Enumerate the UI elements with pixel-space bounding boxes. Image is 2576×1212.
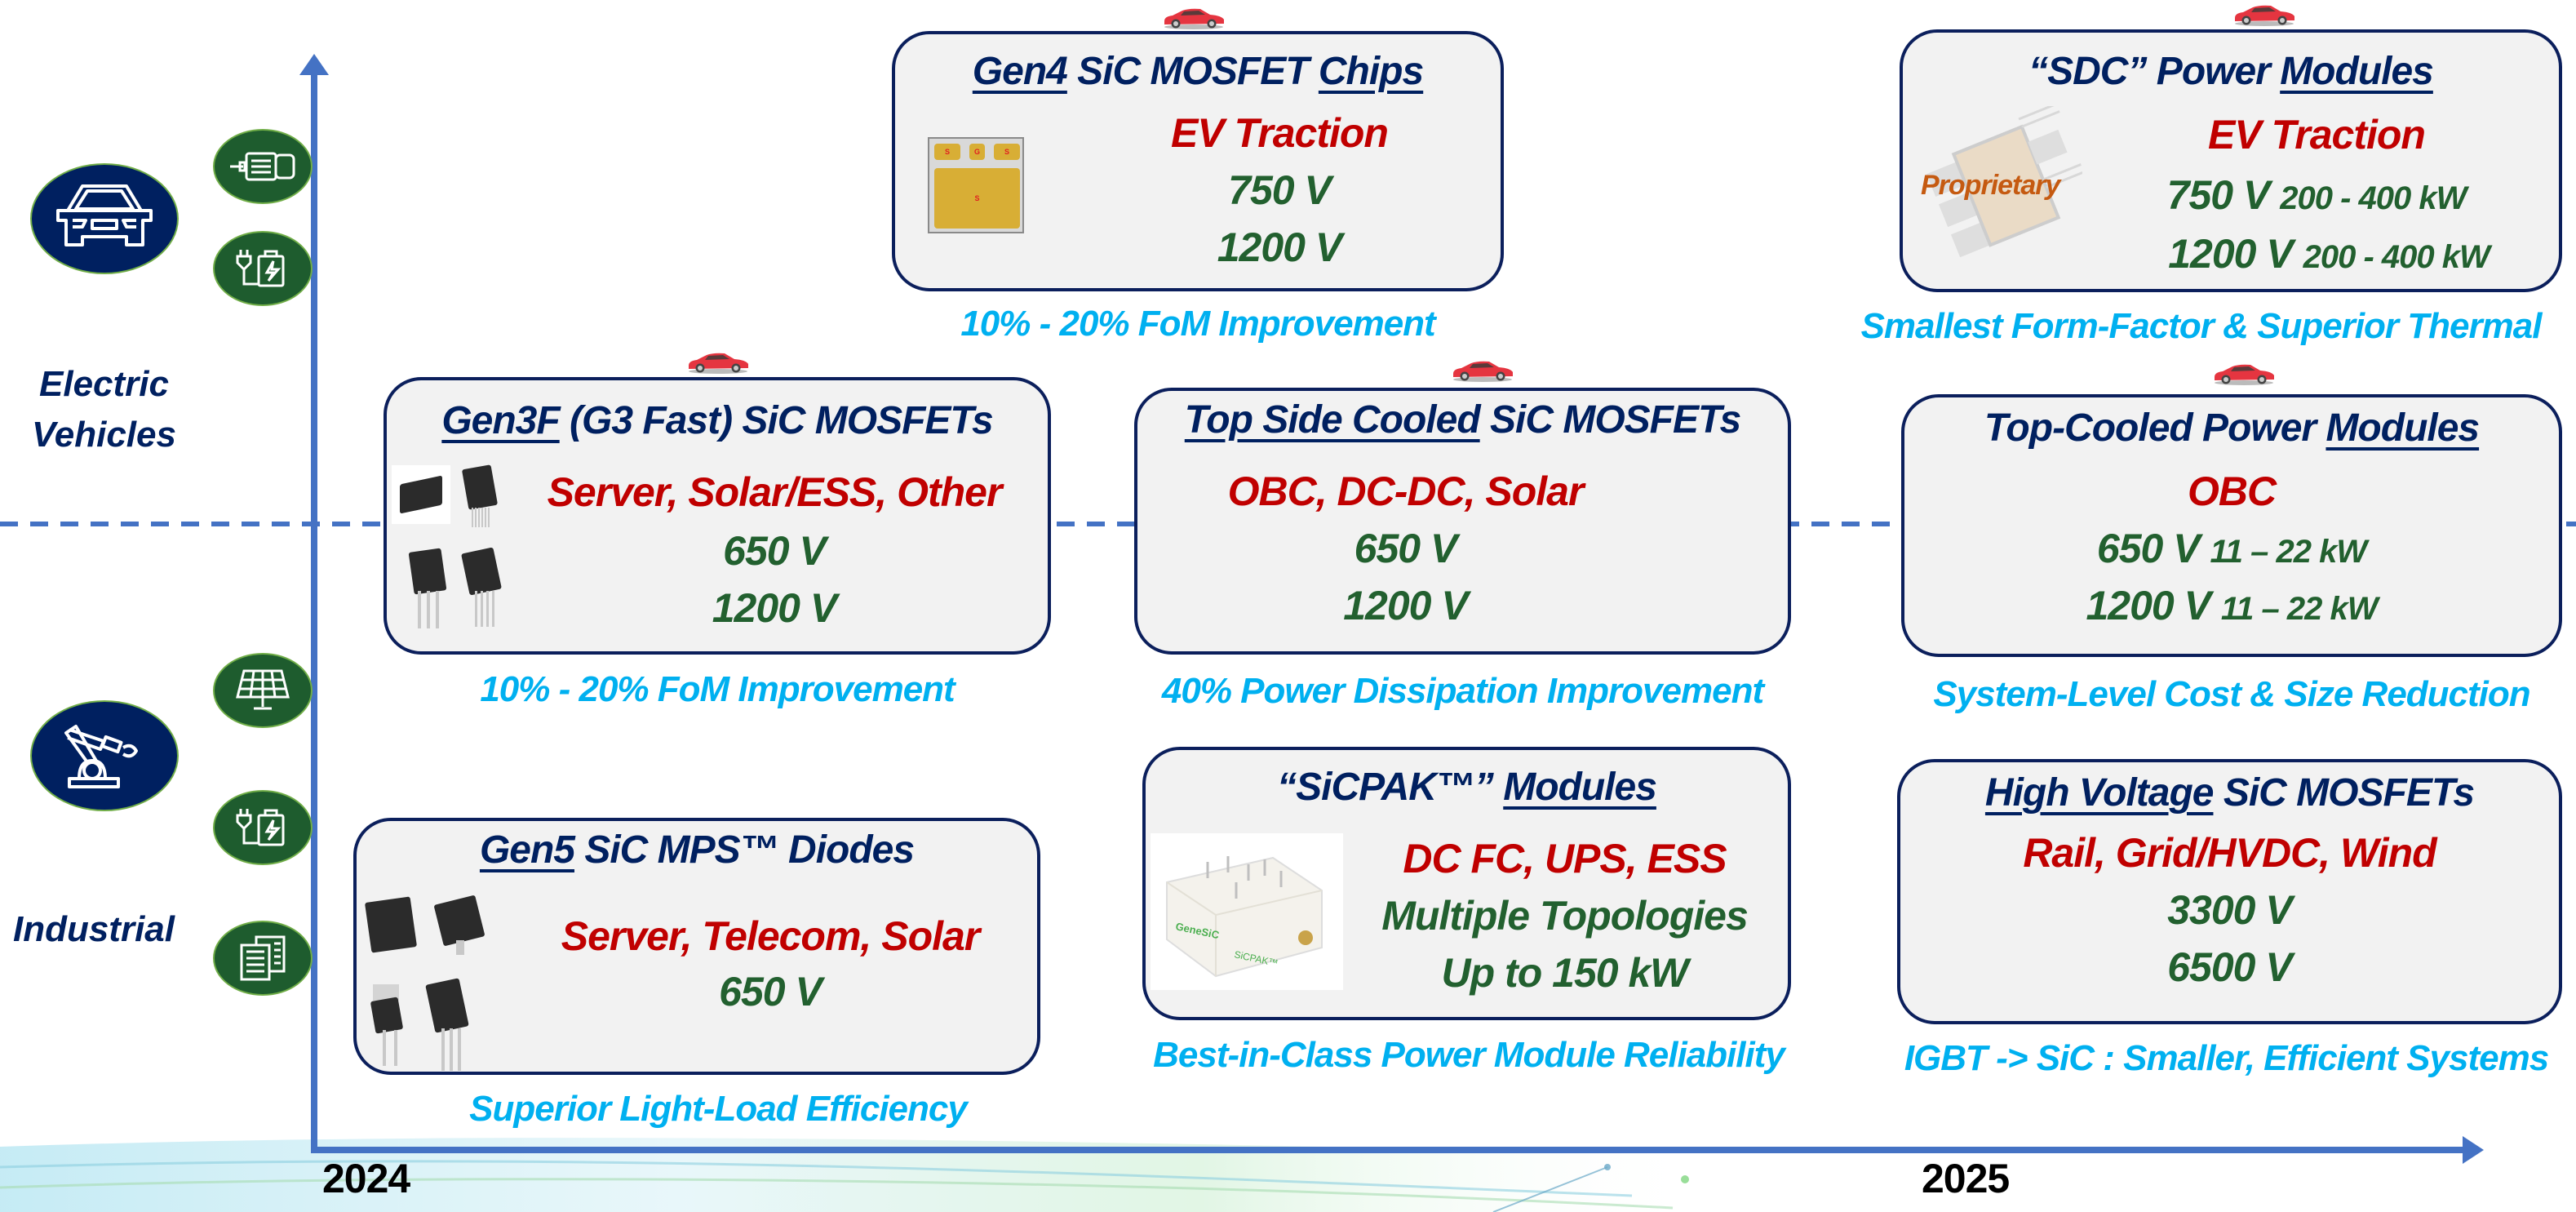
- application-text: Rail, Grid/HVDC, Wind: [2023, 830, 2436, 876]
- vertical-axis: [311, 72, 317, 1153]
- charger-battery-icon: [236, 809, 285, 846]
- timeline-arrowhead: [2463, 1136, 2484, 1164]
- application-text: Server, Solar/ESS, Other: [547, 469, 1003, 515]
- voltage-750: 750 V: [1228, 167, 1332, 213]
- industrial-app-charging: [213, 790, 313, 865]
- package-image-qfn: [364, 896, 418, 953]
- feature-topologies: Multiple Topologies: [1381, 893, 1749, 939]
- voltage-6500: 6500 V: [2167, 944, 2292, 990]
- timeline-axis: [311, 1147, 2465, 1153]
- card-sdc-power-modules: “SDC” Power Modules Proprietary EV Tract…: [1900, 29, 2562, 292]
- proprietary-label: Proprietary: [1921, 170, 2060, 201]
- card-sicpak-modules: “SiCPAK™” Modules GeneSiC SiCPAK™ DC FC,…: [1142, 747, 1791, 1020]
- card-top-side-cooled-sic-mosfets: Top Side Cooled SiC MOSFETs OBC, DC-DC, …: [1134, 388, 1791, 655]
- voltage-1200: 1200 V: [1343, 583, 1468, 628]
- ev-badge-car-icon: [1161, 7, 1226, 29]
- solar-panel-icon: [236, 669, 290, 710]
- robot-arm-icon: [64, 725, 138, 788]
- card-title: Gen4 SiC MOSFET Chips: [972, 50, 1424, 93]
- application-text: EV Traction: [2208, 112, 2426, 158]
- card-caption: Superior Light-Load Efficiency: [469, 1089, 968, 1129]
- application-text: OBC, DC-DC, Solar: [1227, 468, 1585, 514]
- application-text: DC FC, UPS, ESS: [1403, 836, 1727, 881]
- year-label-2025: 2025: [1922, 1156, 2010, 1201]
- voltage-1200: 1200 V: [712, 585, 837, 631]
- feature-power: Up to 150 kW: [1441, 950, 1689, 996]
- card-title: Gen5 SiC MPS™ Diodes: [479, 828, 915, 872]
- card-caption: IGBT -> SiC : Smaller, Efficient Systems: [1904, 1038, 2549, 1078]
- card-title: High Voltage SiC MOSFETs: [1984, 771, 2475, 815]
- vertical-axis-arrowhead: [299, 54, 329, 75]
- card-title: Top Side Cooled SiC MOSFETs: [1184, 398, 1741, 442]
- ev-badge-car-icon: [2211, 362, 2277, 385]
- voltage-1200-power: 1200 V 200 - 400 kW: [2168, 231, 2490, 277]
- voltage-3300: 3300 V: [2167, 887, 2292, 933]
- industrial-app-solar: [213, 653, 313, 728]
- ev-badge-car-icon: [685, 351, 751, 374]
- server-rack-icon: [240, 935, 286, 981]
- voltage-750-power: 750 V 200 - 400 kW: [2166, 172, 2467, 218]
- voltage-650: 650 V: [719, 969, 822, 1014]
- ev-badge-car-icon: [2232, 3, 2297, 26]
- ev-app-motor: [213, 129, 313, 204]
- sicpak-module-image: GeneSiC SiCPAK™: [1151, 833, 1343, 990]
- industrial-segment-icon: [30, 700, 179, 811]
- card-caption: 40% Power Dissipation Improvement: [1161, 671, 1764, 711]
- ev-charger-battery-icon: [236, 250, 285, 287]
- card-gen3f-sic-mosfets: Gen3F (G3 Fast) SiC MOSFETs Server, Sola…: [384, 377, 1051, 655]
- year-label-2024: 2024: [322, 1156, 410, 1201]
- card-gen4-sic-mosfet-chips: Gen4 SiC MOSFET Chips S G S S EV Tractio…: [892, 31, 1504, 291]
- package-image-toll: [392, 465, 450, 524]
- motor-icon: [230, 152, 295, 181]
- card-caption: Smallest Form-Factor & Superior Thermal: [1860, 306, 2543, 346]
- card-title: Top-Cooled Power Modules: [1984, 406, 2480, 450]
- voltage-650: 650 V: [1354, 526, 1458, 571]
- ev-app-charging: [213, 231, 313, 306]
- card-title: Gen3F (G3 Fast) SiC MOSFETs: [441, 399, 993, 442]
- application-text: Server, Telecom, Solar: [561, 913, 981, 959]
- card-top-cooled-power-modules: Top-Cooled Power Modules OBC 650 V 11 – …: [1901, 394, 2562, 657]
- card-caption: System-Level Cost & Size Reduction: [1933, 674, 2530, 714]
- application-text: EV Traction: [1171, 110, 1389, 156]
- card-title: “SDC” Power Modules: [2028, 50, 2434, 93]
- sdc-module-image: [1926, 106, 2082, 258]
- card-caption: 10% - 20% FoM Improvement: [960, 304, 1435, 344]
- card-title: “SiCPAK™” Modules: [1277, 766, 1657, 809]
- industrial-app-server: [213, 921, 313, 996]
- application-text: OBC: [2187, 468, 2277, 514]
- card-caption: Best-in-Class Power Module Reliability: [1153, 1035, 1785, 1075]
- ev-badge-car-icon: [1450, 359, 1515, 382]
- voltage-1200-power: 1200 V 11 – 22 kW: [2086, 583, 2379, 628]
- sic-chip-die-image: S G S S: [928, 137, 1024, 233]
- electric-vehicles-segment-icon: [30, 163, 179, 274]
- car-icon: [56, 184, 153, 246]
- industrial-label: Industrial: [12, 909, 175, 949]
- voltage-650-power: 650 V 11 – 22 kW: [2096, 526, 2367, 571]
- voltage-650: 650 V: [723, 528, 827, 574]
- card-caption: 10% - 20% FoM Improvement: [480, 669, 955, 709]
- voltage-1200: 1200 V: [1217, 224, 1342, 270]
- electric-vehicles-label: Electric Vehicles: [32, 364, 176, 455]
- card-high-voltage-sic-mosfets: High Voltage SiC MOSFETs Rail, Grid/HVDC…: [1897, 759, 2562, 1024]
- card-gen5-sic-mps-diodes: Gen5 SiC MPS™ Diodes Server, Telecom, So…: [353, 818, 1040, 1075]
